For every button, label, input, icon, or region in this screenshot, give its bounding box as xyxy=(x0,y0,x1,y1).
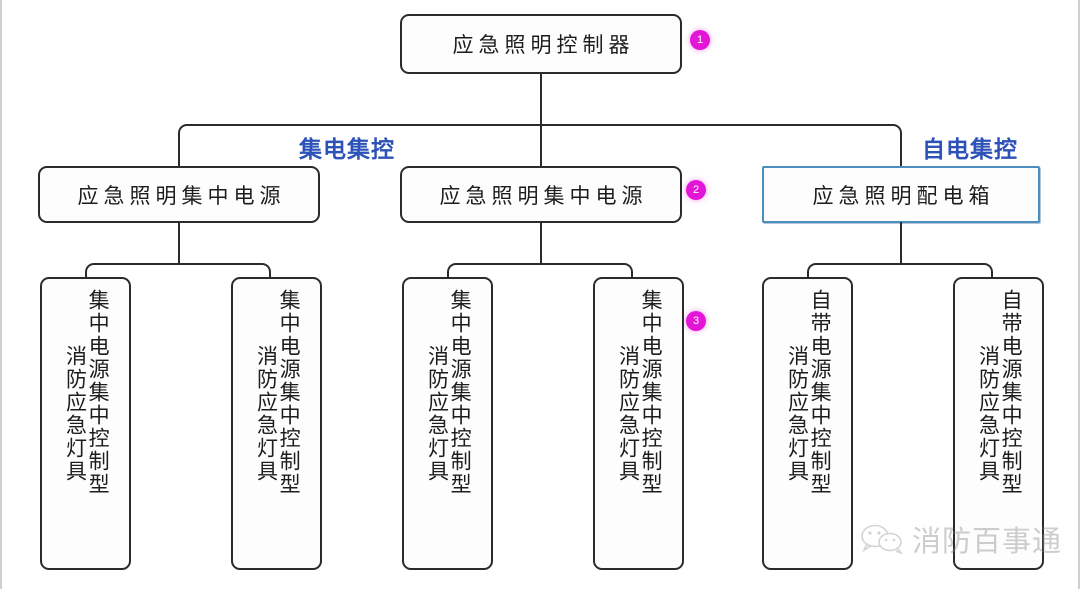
leaf-box-4[interactable]: 消防应急灯具 集中电源集中控制型 xyxy=(593,277,684,570)
leaf-label-secondary: 消防应急灯具 xyxy=(785,345,810,483)
node-emergency-lighting-controller[interactable]: 应急照明控制器 xyxy=(400,14,682,74)
connector-group3-right-elbow xyxy=(981,263,993,285)
leaf-label-secondary: 消防应急灯具 xyxy=(63,345,88,483)
branch-label-centralized-power-centralized-control: 集电集控 xyxy=(299,136,395,162)
leaf-box-2[interactable]: 消防应急灯具 集中电源集中控制型 xyxy=(231,277,322,570)
connector-group1-stem xyxy=(178,222,180,264)
node-emergency-central-power-middle[interactable]: 应急照明集中电源 xyxy=(400,166,682,223)
connector-group2-bus xyxy=(457,263,623,265)
node-label: 应急照明集中电源 xyxy=(439,183,648,208)
leaf-label-primary: 集中电源集中控制型 xyxy=(448,289,473,496)
leaf-box-3[interactable]: 消防应急灯具 集中电源集中控制型 xyxy=(402,277,493,570)
leaf-label-secondary: 消防应急灯具 xyxy=(976,345,1001,483)
badge-3[interactable]: 3 xyxy=(686,311,706,331)
node-label: 应急照明控制器 xyxy=(452,33,635,57)
connector-group2-left-elbow xyxy=(447,263,459,285)
connector-bus-left-elbow xyxy=(178,124,190,168)
node-label: 应急照明配电箱 xyxy=(812,183,995,208)
wechat-icon xyxy=(861,524,903,554)
node-emergency-distribution-box[interactable]: 应急照明配电箱 xyxy=(762,166,1040,223)
connector-group3-left-elbow xyxy=(807,263,819,285)
connector-group1-left-elbow xyxy=(85,263,97,285)
leaf-box-6[interactable]: 消防应急灯具 自带电源集中控制型 xyxy=(953,277,1044,570)
badge-1[interactable]: 1 xyxy=(690,30,710,50)
leaf-label-primary: 自带电源集中控制型 xyxy=(999,289,1024,496)
leaf-box-1[interactable]: 消防应急灯具 集中电源集中控制型 xyxy=(40,277,131,570)
leaf-label-secondary: 消防应急灯具 xyxy=(616,345,641,483)
node-emergency-central-power-left[interactable]: 应急照明集中电源 xyxy=(38,166,320,223)
connector-group1-bus xyxy=(95,263,261,265)
leaf-box-5[interactable]: 消防应急灯具 自带电源集中控制型 xyxy=(762,277,853,570)
leaf-label-secondary: 消防应急灯具 xyxy=(254,345,279,483)
connector-group3-bus xyxy=(817,263,983,265)
node-label: 应急照明集中电源 xyxy=(77,183,286,208)
connector-group3-stem xyxy=(900,222,902,264)
connector-root-stem xyxy=(540,73,542,125)
connector-group2-right-elbow xyxy=(621,263,633,285)
connector-bus-right-elbow xyxy=(890,124,902,168)
leaf-label-primary: 集中电源集中控制型 xyxy=(277,289,302,496)
branch-label-self-power-centralized-control: 自电集控 xyxy=(922,136,1018,162)
badge-2[interactable]: 2 xyxy=(686,180,706,200)
leaf-label-primary: 集中电源集中控制型 xyxy=(86,289,111,496)
leaf-label-secondary: 消防应急灯具 xyxy=(425,345,450,483)
connector-group2-stem xyxy=(540,222,542,264)
leaf-label-primary: 集中电源集中控制型 xyxy=(639,289,664,496)
connector-group1-right-elbow xyxy=(259,263,271,285)
leaf-label-primary: 自带电源集中控制型 xyxy=(808,289,833,496)
connector-bus-middle-drop xyxy=(540,124,542,168)
